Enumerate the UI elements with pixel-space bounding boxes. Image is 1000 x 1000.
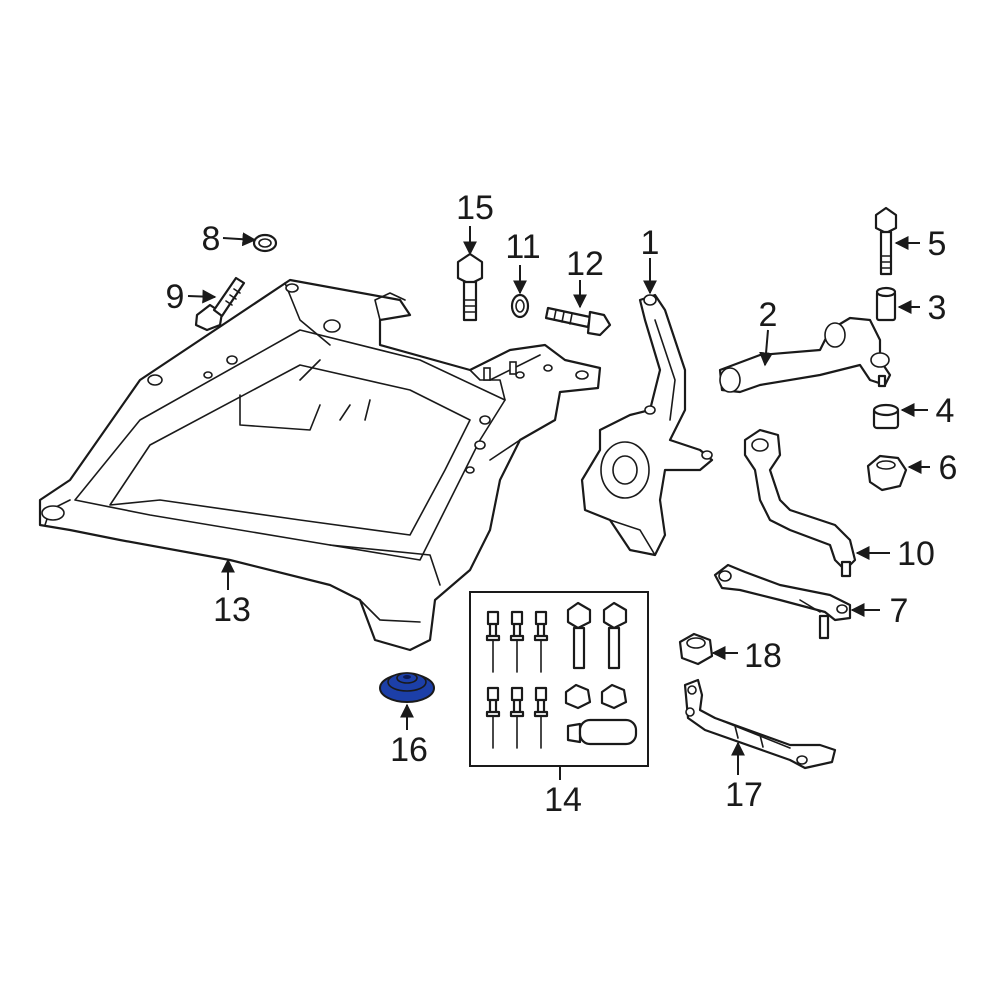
part-3-bushing-sleeve[interactable] [875,286,897,322]
kit-nuts [564,683,628,710]
callout-leaders [187,226,930,780]
part-5-bolt[interactable] [874,206,898,276]
callout-label-4[interactable]: 4 [936,392,955,430]
part-2-upper-control-arm[interactable] [718,316,892,394]
kit-sleeve [566,718,638,746]
kit-rivets-top [485,610,549,673]
callout-label-11[interactable]: 11 [505,228,540,266]
part-8-o-ring[interactable] [252,233,278,253]
part-11-o-ring[interactable] [510,293,530,319]
callout-label-18[interactable]: 18 [744,637,782,675]
part-6-bushing[interactable] [866,454,908,492]
part-14-hardware-kit[interactable] [469,591,649,767]
part-10-lower-arm[interactable] [743,428,857,578]
callout-label-6[interactable]: 6 [939,449,958,487]
part-17-stabilizer-bar[interactable] [683,678,837,770]
part-4-bushing[interactable] [872,403,900,430]
part-15-bolt[interactable] [456,252,484,322]
callout-label-12[interactable]: 12 [566,245,604,283]
part-1-steering-knuckle[interactable] [580,293,714,557]
kit-rivets-bottom [485,686,549,749]
callout-label-3[interactable]: 3 [928,289,947,327]
callout-label-17[interactable]: 17 [725,776,763,814]
callout-label-15[interactable]: 15 [456,189,494,227]
part-12-bolt[interactable] [544,306,612,337]
callout-label-9[interactable]: 9 [166,278,185,316]
callout-labels: 1 2 3 4 5 6 7 8 9 10 11 12 13 14 15 16 1… [166,189,958,819]
part-18-nut[interactable] [678,632,714,666]
kit-bolts [566,601,628,670]
callout-label-5[interactable]: 5 [928,225,947,263]
part-13-subframe[interactable] [38,278,602,652]
callout-label-7[interactable]: 7 [890,592,909,630]
callout-label-10[interactable]: 10 [897,535,935,573]
callout-label-1[interactable]: 1 [641,224,660,262]
part-7-lower-control-arm[interactable] [713,563,852,640]
part-9-bolt[interactable] [194,276,246,332]
callout-label-14[interactable]: 14 [544,781,582,819]
callout-label-8[interactable]: 8 [202,220,221,258]
callout-label-13[interactable]: 13 [213,591,251,629]
callout-label-2[interactable]: 2 [759,296,778,334]
callout-label-16[interactable]: 16 [390,731,428,769]
part-16-mount-highlighted[interactable] [379,672,435,703]
